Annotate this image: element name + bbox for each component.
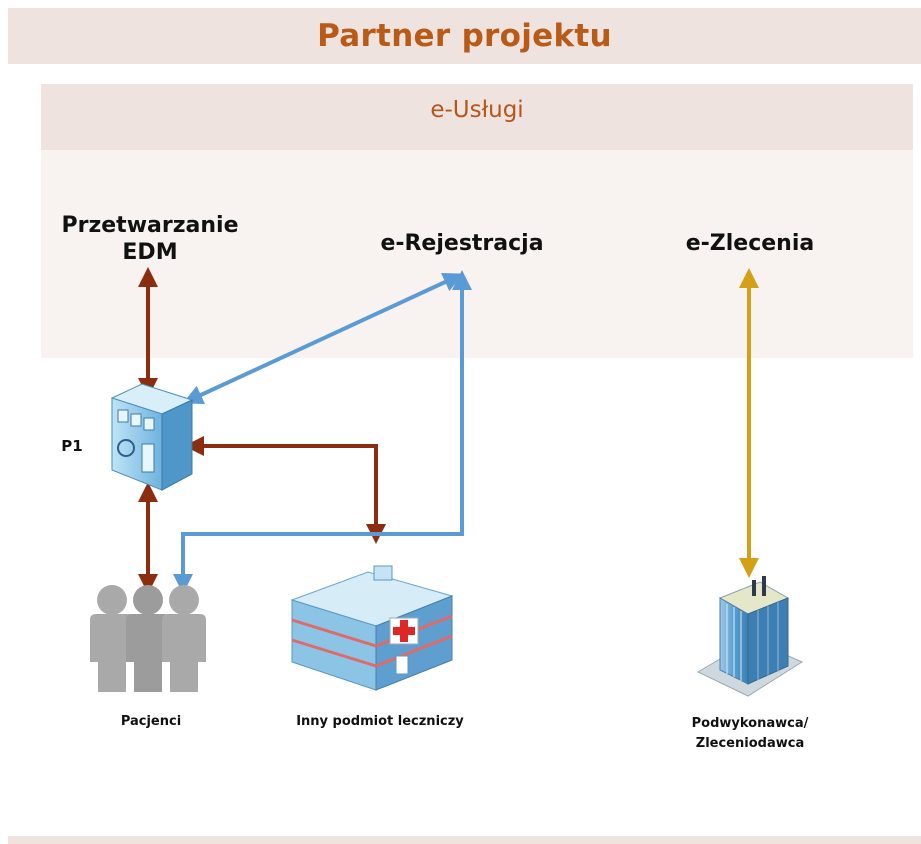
e-services-header-curve [41, 124, 913, 150]
service-e-rejestracja: e-Rejestracja [380, 231, 544, 256]
subcontractor-line-1: Podwykonawca/ [691, 716, 809, 731]
e-services-title: e-Usługi [430, 97, 524, 123]
node-label-other-entity: Inny podmiot leczniczy [296, 714, 464, 729]
node-label-subcontractor: Podwykonawca/ Zleceniodawca [650, 714, 850, 754]
service-przetwarzanie-edm: Przetwarzanie EDM [61, 213, 239, 265]
p1-erejestracja-arrow [182, 272, 464, 405]
footer-bar [8, 836, 921, 844]
node-label-p1: P1 [61, 437, 83, 455]
patients-group-icon [90, 585, 206, 692]
header-bar: Partner projektu [8, 8, 921, 64]
page-title: Partner projektu [317, 18, 612, 54]
server-icon [110, 383, 194, 491]
hospital-icon [290, 565, 454, 691]
p1-other-entity-arrow [184, 436, 386, 544]
service-e-zlecenia: e-Zlecenia [685, 231, 815, 256]
office-building-icon [696, 576, 804, 697]
node-label-patients: Pacjenci [120, 714, 182, 729]
subcontractor-line-2: Zleceniodawca [695, 736, 805, 751]
erejestracja-patients-arrow [173, 270, 472, 594]
